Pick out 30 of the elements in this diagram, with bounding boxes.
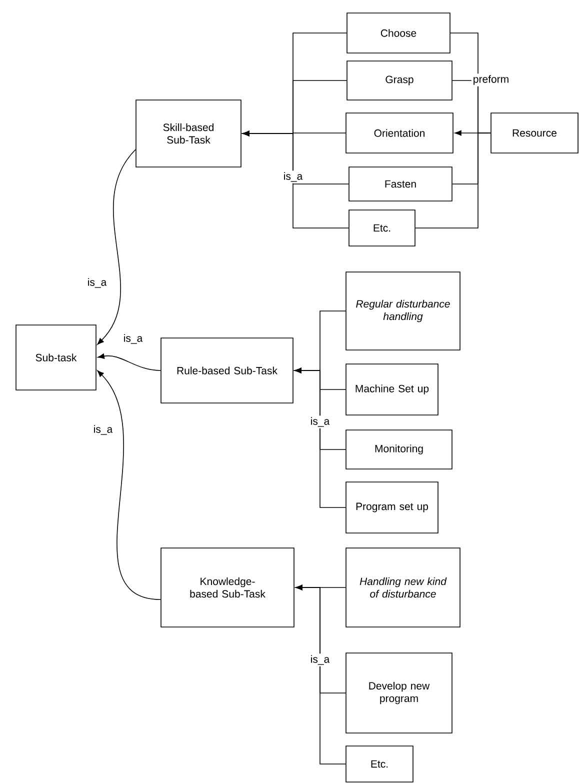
edge-label: is_a xyxy=(92,424,114,436)
edge-label: is_a xyxy=(86,276,108,290)
process-box: Etc. xyxy=(346,746,414,782)
edge-label: is_a xyxy=(308,654,332,666)
arrow xyxy=(294,368,346,508)
process-box: Monitoring xyxy=(346,430,452,470)
process-box: Resource xyxy=(490,112,578,154)
process-box: Develop new program xyxy=(346,652,452,734)
process-box: Regular disturbance handling xyxy=(346,272,460,350)
process-box: Fasten xyxy=(348,166,452,202)
process-box: Machine Set up xyxy=(346,364,438,416)
process-box: Choose xyxy=(346,12,450,54)
arrow xyxy=(296,584,346,764)
process-box: Orientation xyxy=(346,112,454,154)
process-box: Rule-based Sub-Task xyxy=(160,338,294,404)
process-box: Program set up xyxy=(346,482,438,534)
edge-label: preform xyxy=(471,74,511,86)
process-box: Grasp xyxy=(346,60,452,100)
process-box: Etc. xyxy=(348,210,416,246)
arrow xyxy=(98,354,161,371)
process-box: Knowledge-based Sub-Task xyxy=(160,548,294,628)
process-box: Sub-task xyxy=(16,324,96,390)
edge-label: is_a xyxy=(122,332,144,346)
arrow xyxy=(242,130,349,228)
arrow xyxy=(97,149,136,345)
arrow xyxy=(97,370,161,600)
process-box: Skill-based Sub-Task xyxy=(136,100,242,168)
edge-label: is_a xyxy=(308,416,332,428)
edge-label: is_a xyxy=(282,170,304,184)
process-box: Handling new kind of disturbance xyxy=(346,548,460,628)
